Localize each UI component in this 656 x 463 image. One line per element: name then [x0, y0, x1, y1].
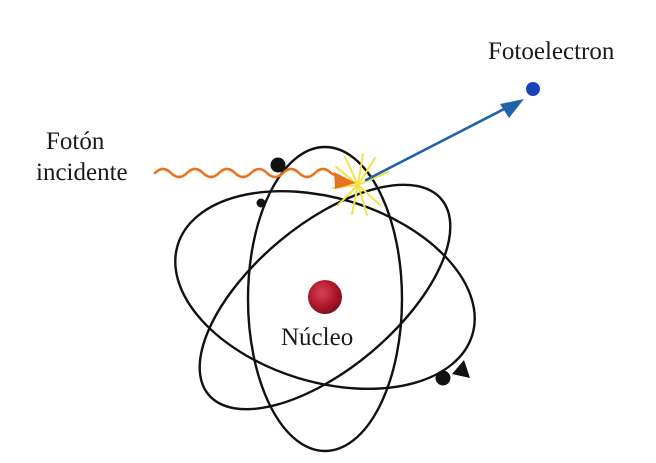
impact-flash — [332, 153, 389, 216]
orbit-vertical — [246, 145, 404, 453]
orbit-direction-arrow — [452, 360, 470, 378]
electron-small — [256, 198, 266, 208]
orbit-diagonal — [198, 183, 452, 411]
photoelectron-label: Fotoelectron — [488, 38, 615, 65]
incident-photon-label-line1: Fotón — [46, 128, 105, 155]
nucleus-label: Núcleo — [281, 324, 354, 351]
electron-bottom-right — [435, 370, 451, 386]
photoelectron-dot — [526, 82, 540, 96]
orbit-horizontal — [174, 189, 476, 391]
incident-photon-label: Fotón incidente — [36, 126, 128, 188]
photoelectron-trajectory — [364, 104, 512, 182]
photon-arrowhead — [334, 172, 356, 189]
orbits — [174, 145, 476, 453]
electron-top — [270, 157, 286, 173]
photoelectron-arrowhead — [500, 99, 524, 118]
nucleus — [308, 280, 342, 314]
incident-photon-label-line2: incidente — [36, 159, 128, 186]
incident-photon-wave — [153, 167, 340, 179]
